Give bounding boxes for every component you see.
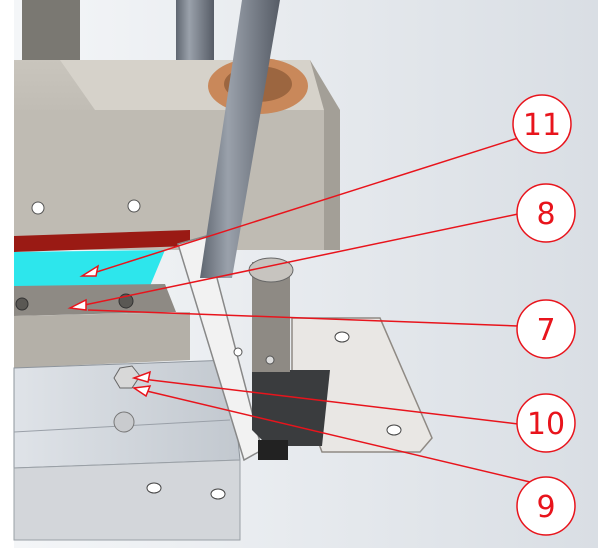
leader-9 <box>133 387 531 483</box>
callout-10: 10 <box>516 393 576 453</box>
callout-label: 9 <box>536 490 555 525</box>
callout-label: 10 <box>527 407 565 442</box>
callout-9: 9 <box>516 476 576 536</box>
top-block-side <box>310 60 340 250</box>
callout-label: 7 <box>536 313 555 348</box>
bracket-hole <box>334 331 350 343</box>
callout-label: 11 <box>523 108 561 143</box>
hex-bolt <box>113 365 141 389</box>
callout-bubble <box>516 476 576 536</box>
cylinder-screw <box>265 355 275 365</box>
callout-bubble <box>516 393 576 453</box>
round-screw <box>113 411 135 433</box>
leader-11 <box>83 137 519 277</box>
top-block-front <box>14 110 324 250</box>
bracket-hole <box>386 424 402 436</box>
clamp-bar <box>14 284 176 316</box>
front-rod <box>200 0 280 278</box>
plate-hole <box>146 482 162 494</box>
callout-8: 8 <box>516 183 576 243</box>
arrowhead-9 <box>131 385 152 398</box>
leader-7 <box>87 309 519 327</box>
black-block <box>252 370 330 446</box>
leader-8 <box>69 213 519 309</box>
guide-cylinder-top <box>248 257 294 283</box>
block-hole <box>127 199 141 213</box>
cyan-pad <box>14 250 165 286</box>
callout-leaders <box>67 137 531 483</box>
callout-label: 8 <box>536 197 555 232</box>
bar-screw <box>15 297 29 311</box>
bracket-hole <box>233 347 243 357</box>
plate-hole <box>210 488 226 500</box>
leader-10 <box>133 377 519 425</box>
arrowhead-10 <box>131 370 152 383</box>
arrowhead-8 <box>67 298 87 311</box>
black-block-foot <box>258 440 288 460</box>
lower-block <box>14 312 190 368</box>
block-hole <box>31 201 45 215</box>
red-strip <box>14 230 190 252</box>
callout-11: 11 <box>512 94 572 154</box>
callout-bubble <box>516 183 576 243</box>
arrowhead-11 <box>79 264 100 277</box>
callout-7: 7 <box>516 299 576 359</box>
bottom-plate <box>13 459 241 541</box>
callout-bubble <box>512 94 572 154</box>
callout-bubble <box>516 299 576 359</box>
